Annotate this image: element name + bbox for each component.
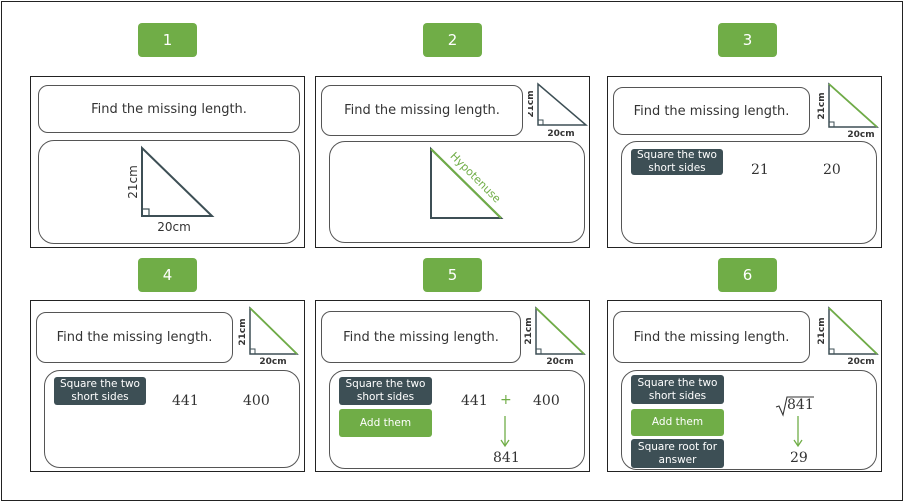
step-number-4: 4 [138, 258, 197, 292]
value-b-squared: 400 [533, 393, 560, 409]
value-a-squared: 441 [461, 393, 488, 409]
hypotenuse-diagram: Hypotenuse [430, 146, 504, 219]
step-label-square: Square the two short sides [631, 149, 723, 175]
working-box: Square the two short sides Add them Squa… [621, 370, 877, 470]
step-label-add: Add them [339, 409, 432, 437]
working-box: Square the two short sides 21 20 [621, 141, 877, 244]
svg-text:20cm: 20cm [259, 357, 286, 364]
thumbnail-triangle: 21cm 20cm [524, 306, 586, 364]
working-box: Square the two short sides Add them 441 … [329, 370, 585, 469]
question-box: Find the missing length. [613, 87, 810, 135]
question-box: Find the missing length. [321, 311, 521, 363]
question-box: Find the missing length. [38, 85, 300, 133]
question-box: Find the missing length. [36, 312, 233, 363]
step-number-3: 3 [718, 23, 777, 57]
svg-text:20cm: 20cm [847, 357, 874, 364]
step-label-square: Square the two short sides [339, 377, 432, 405]
question-box: Find the missing length. [321, 85, 523, 136]
slide-3: Find the missing length. 21cm 20cm Squar… [607, 76, 882, 248]
step-number-6: 6 [718, 258, 777, 292]
value-b: 20 [823, 162, 841, 178]
hypotenuse-line [430, 148, 502, 219]
slide-4: Find the missing length. 21cm 20cm Squar… [30, 300, 305, 472]
svg-text:20cm: 20cm [847, 130, 874, 140]
svg-text:21cm: 21cm [817, 92, 827, 119]
working-box: 21cm 20cm [38, 140, 300, 244]
right-angle-marker [141, 208, 150, 217]
arrow-down-icon [793, 416, 803, 448]
step-label-square: Square the two short sides [631, 375, 724, 404]
svg-text:20cm: 20cm [546, 357, 573, 364]
working-box: Hypotenuse [329, 141, 585, 243]
arrow-down-icon [500, 416, 510, 448]
step-label-square: Square the two short sides [54, 377, 146, 405]
svg-text:21cm: 21cm [528, 90, 536, 117]
step-label-add: Add them [631, 409, 724, 436]
triangle-shape [141, 145, 215, 217]
plus-sign: + [500, 392, 512, 408]
svg-text:20cm: 20cm [547, 129, 574, 139]
right-triangle-diagram: 21cm 20cm [126, 145, 215, 234]
step-number-5: 5 [423, 258, 482, 292]
base-label: 20cm [157, 220, 191, 234]
thumbnail-triangle: 21cm 20cm [817, 82, 879, 140]
answer-value: 29 [790, 450, 808, 466]
step-number-1: 1 [138, 23, 197, 57]
thumbnail-triangle: 21cm 20cm [817, 306, 879, 364]
working-box: Square the two short sides 441 400 [44, 370, 300, 468]
thumbnail-triangle: 21cm 20cm [238, 306, 299, 364]
square-root-sign-icon [775, 396, 814, 417]
svg-text:21cm: 21cm [238, 318, 248, 345]
slide-2: Find the missing length. 21cm 20cm Hypot… [315, 76, 590, 248]
value-a-squared: 441 [172, 393, 199, 409]
value-sum: 841 [493, 450, 520, 466]
step-number-2: 2 [423, 23, 482, 57]
height-label: 21cm [126, 165, 140, 199]
step-label-root: Square root for answer [631, 439, 724, 468]
hypotenuse-label: Hypotenuse [448, 150, 504, 206]
value-b-squared: 400 [243, 393, 270, 409]
slide-6: Find the missing length. 21cm 20cm Squar… [607, 300, 882, 472]
svg-text:21cm: 21cm [817, 317, 827, 344]
thumbnail-triangle: 21cm 20cm [528, 82, 588, 139]
question-box: Find the missing length. [613, 311, 810, 363]
slide-5: Find the missing length. 21cm 20cm Squar… [315, 300, 590, 472]
svg-text:21cm: 21cm [524, 317, 534, 344]
value-sum-under-root: 841 [787, 397, 814, 413]
value-a: 21 [751, 162, 769, 178]
slide-1: Find the missing length. 21cm 20cm [30, 76, 305, 248]
